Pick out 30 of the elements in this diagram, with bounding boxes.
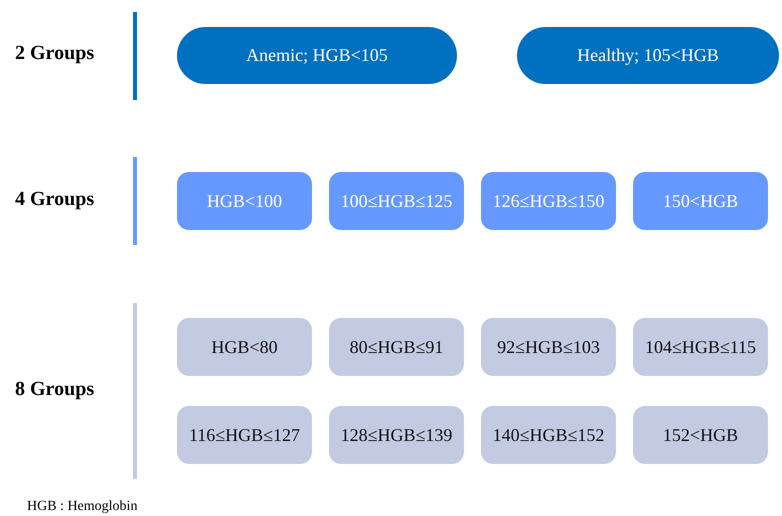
range-label: 116≤HGB≤127: [188, 424, 300, 446]
range-label: 128≤HGB≤139: [340, 424, 452, 446]
range-label: 140≤HGB≤152: [492, 424, 604, 446]
range-label: 152<HGB: [662, 424, 738, 446]
range-label: HGB<100: [206, 190, 282, 212]
range-box: [177, 406, 312, 464]
range-box: [481, 172, 616, 230]
range-box: [329, 406, 464, 464]
tier-heading: 4 Groups: [15, 188, 94, 211]
footnote: HGB : Hemoglobin: [27, 499, 138, 515]
tier-heading: 2 Groups: [15, 42, 94, 65]
range-box: [633, 172, 768, 230]
range-box: [633, 406, 768, 464]
tier-heading: 8 Groups: [15, 378, 94, 401]
range-box: [177, 172, 312, 230]
range-label: 80≤HGB≤91: [350, 336, 444, 358]
range-box: [481, 318, 616, 376]
range-label: 150<HGB: [662, 190, 738, 212]
range-box: [329, 318, 464, 376]
range-label: 126≤HGB≤150: [492, 190, 604, 212]
range-box: [329, 172, 464, 230]
range-box: [633, 318, 768, 376]
range-box: [177, 318, 312, 376]
range-label: Anemic; HGB<105: [246, 45, 388, 66]
range-label: Healthy; 105<HGB: [577, 45, 719, 66]
range-label: HGB<80: [211, 336, 278, 358]
range-label: 100≤HGB≤125: [340, 190, 452, 212]
range-label: 92≤HGB≤103: [497, 336, 600, 358]
range-label: 104≤HGB≤115: [644, 336, 756, 358]
range-box: [481, 406, 616, 464]
